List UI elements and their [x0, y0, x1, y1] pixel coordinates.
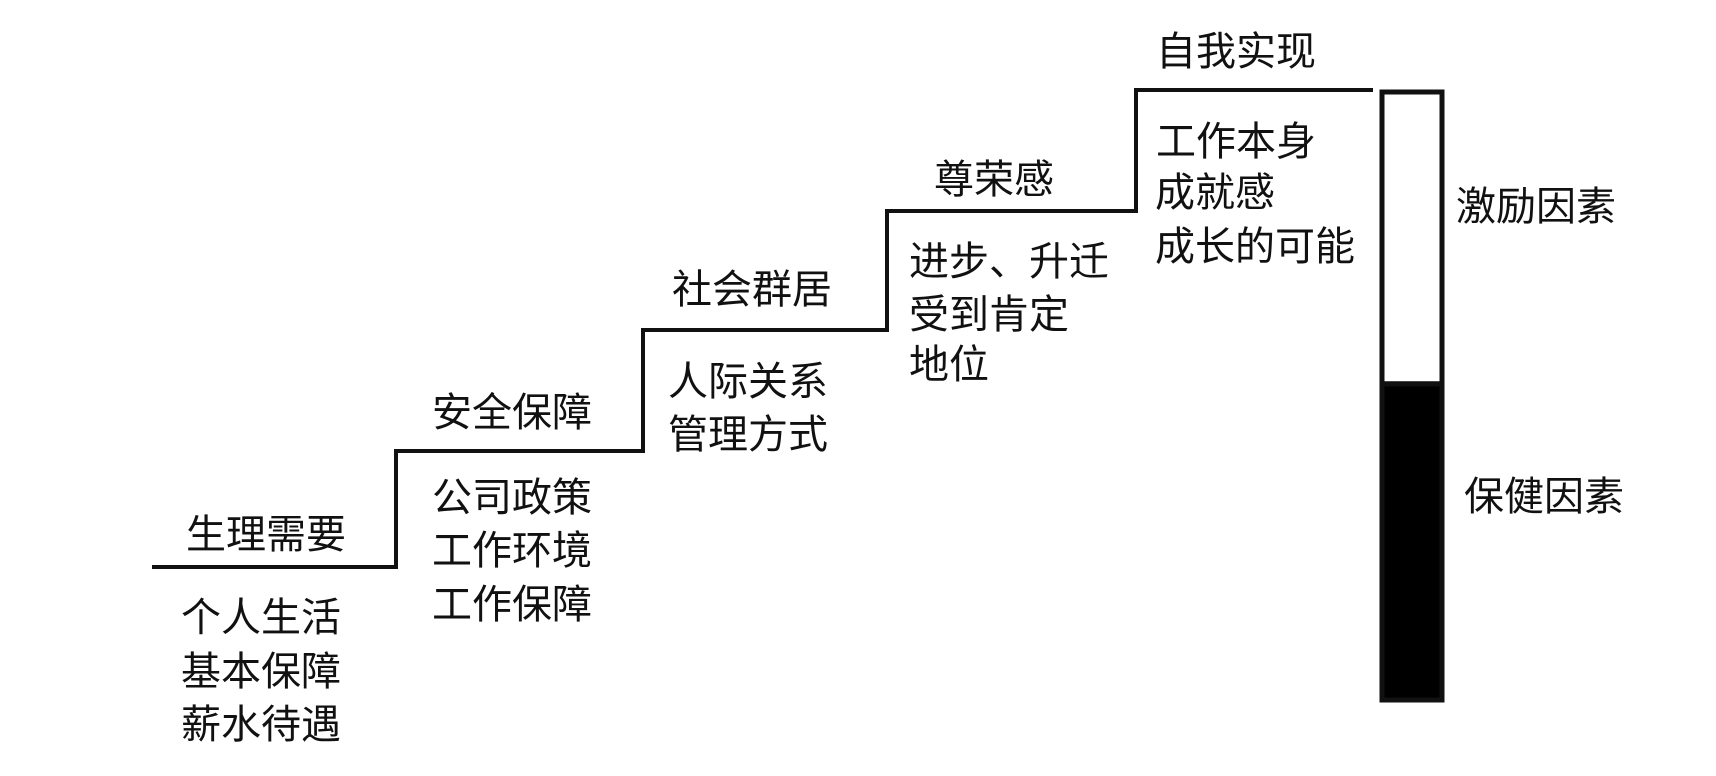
step-item: 成就感 [1155, 170, 1275, 216]
hygiene-label: 保健因素 [1464, 474, 1624, 520]
motivator-label: 激励因素 [1456, 184, 1616, 230]
step-item: 薪水待遇 [181, 702, 341, 748]
step-safety: 安全保障 公司政策 工作环境 工作保障 [432, 390, 592, 628]
step-item: 工作本身 [1156, 119, 1316, 165]
step-item: 进步、升迁 [909, 239, 1109, 285]
step-item: 工作保障 [432, 582, 592, 628]
step-item: 管理方式 [668, 412, 828, 458]
step-item: 基本保障 [181, 649, 341, 695]
step-title: 生理需要 [186, 512, 346, 558]
step-item: 成长的可能 [1155, 224, 1355, 270]
step-item: 人际关系 [668, 359, 828, 405]
factor-bar: 激励因素 保健因素 [1379, 89, 1624, 703]
step-item: 地位 [909, 342, 989, 388]
step-social: 社会群居 人际关系 管理方式 [668, 267, 832, 458]
step-item: 公司政策 [432, 475, 592, 521]
step-title: 尊荣感 [934, 157, 1054, 203]
step-item: 个人生活 [181, 595, 341, 641]
step-physiological: 生理需要 个人生活 基本保障 薪水待遇 [181, 512, 346, 748]
hygiene-segment [1379, 381, 1445, 703]
step-item: 受到肯定 [909, 292, 1069, 338]
step-title: 社会群居 [672, 267, 832, 313]
motivator-segment [1379, 89, 1445, 387]
step-self-actualization: 自我实现 工作本身 成就感 成长的可能 [1155, 29, 1355, 270]
step-title: 安全保障 [432, 390, 592, 436]
step-title: 自我实现 [1156, 29, 1316, 75]
staircase-line [152, 88, 1373, 569]
step-esteem: 尊荣感 进步、升迁 受到肯定 地位 [909, 157, 1109, 388]
step-item: 工作环境 [432, 528, 592, 574]
